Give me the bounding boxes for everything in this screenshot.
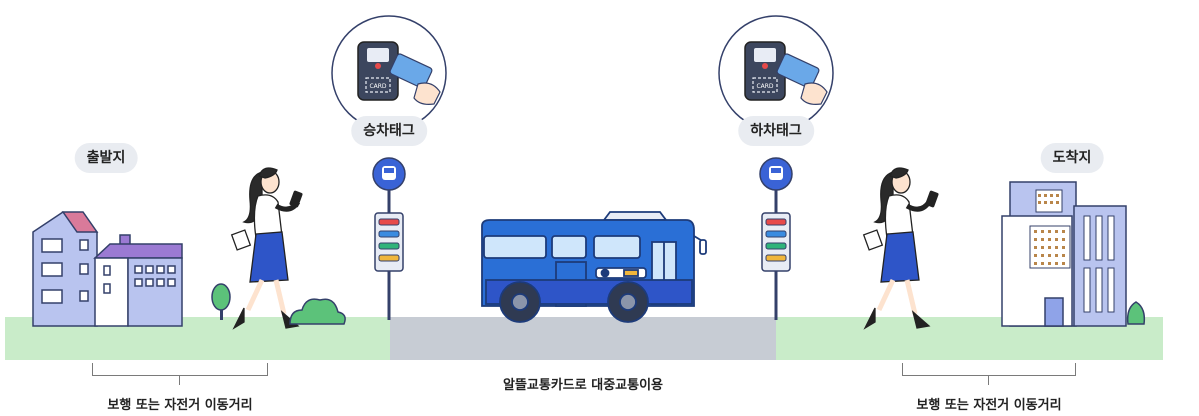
bus-stop-left-icon xyxy=(372,157,406,320)
destination-buildings-icon xyxy=(1001,181,1127,327)
walking-woman-right-icon xyxy=(862,167,939,330)
departure-buildings-icon xyxy=(32,211,183,327)
walk-bike-caption-right: 보행 또는 자전거 이동거리 xyxy=(916,398,1062,413)
tree-icon xyxy=(211,283,231,320)
card-text-right: CARD xyxy=(756,83,773,90)
right-distance-bracket xyxy=(902,363,1076,376)
boarding-tag-label: 승차태그 xyxy=(351,116,427,146)
boarding-card-reader-icon: CARD xyxy=(331,15,447,131)
left-distance-bracket-stem xyxy=(179,375,180,385)
walking-woman-left-icon xyxy=(230,167,303,330)
right-distance-bracket-stem xyxy=(988,375,989,385)
bus-icon xyxy=(481,211,707,323)
destination-label: 도착지 xyxy=(1040,143,1104,173)
departure-label: 출발지 xyxy=(74,143,138,173)
plant-icon xyxy=(1126,301,1146,325)
alighting-tag-label: 하차태그 xyxy=(738,116,814,146)
walk-bike-caption-left: 보행 또는 자전거 이동거리 xyxy=(107,398,253,413)
bus-stop-right-icon xyxy=(759,157,793,320)
left-distance-bracket xyxy=(92,363,268,376)
bush-icon xyxy=(289,298,346,325)
card-text-left: CARD xyxy=(369,83,386,90)
alighting-card-reader-icon: CARD xyxy=(718,15,834,131)
public-transit-caption: 알뜰교통카드로 대중교통이용 xyxy=(502,378,664,393)
road xyxy=(390,317,776,360)
